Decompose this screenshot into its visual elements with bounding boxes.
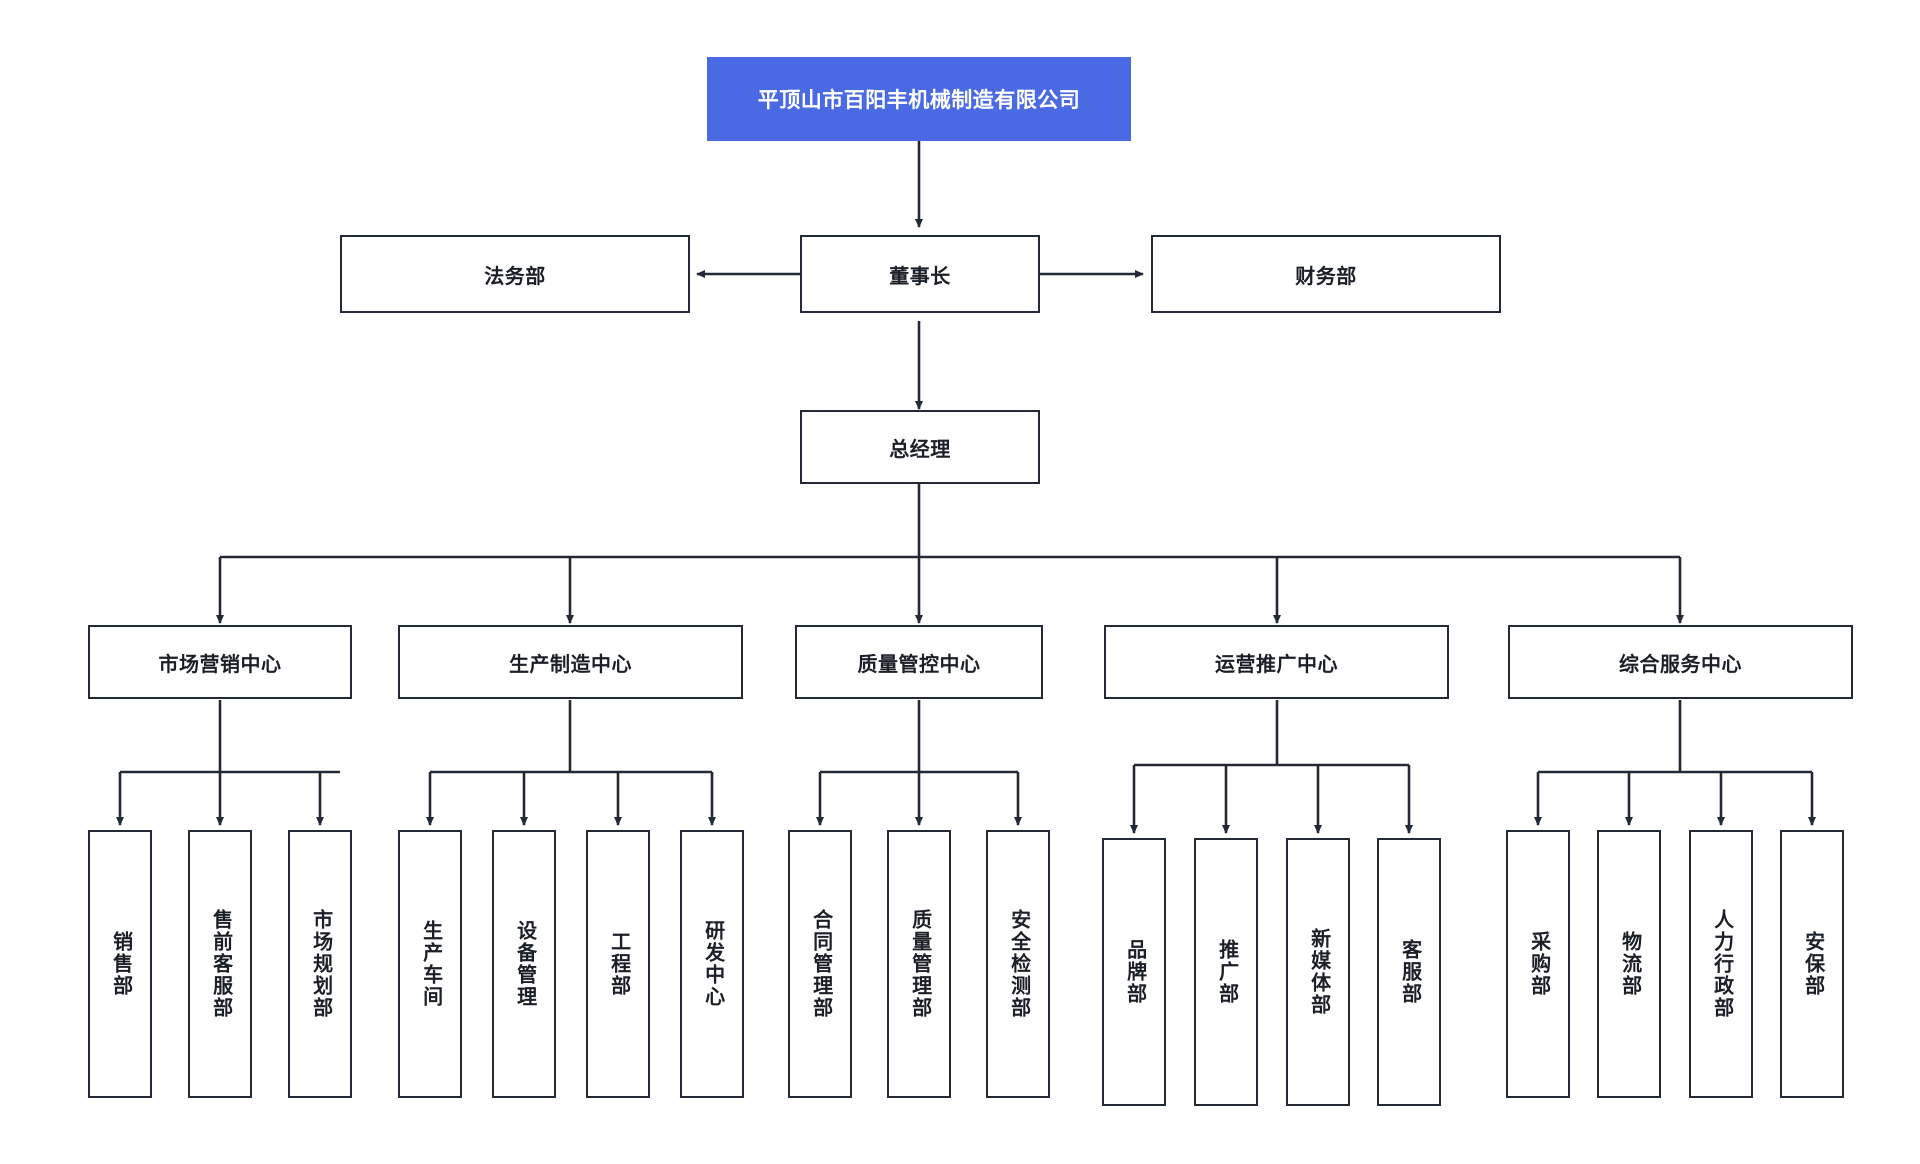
node-finance-label: 财务部 <box>1295 265 1357 288</box>
node-dept-procurement-label: 采购部 <box>1527 931 1550 997</box>
node-dept-security-label: 安保部 <box>1801 931 1824 997</box>
node-dept-rd-center[interactable]: 研发中心 <box>680 830 744 1098</box>
node-dept-safety-inspection-label: 安全检测部 <box>1007 909 1030 1019</box>
node-dept-presales-service-label: 售前客服部 <box>209 909 232 1019</box>
node-dept-sales-label: 销售部 <box>109 931 132 997</box>
node-dept-new-media[interactable]: 新媒体部 <box>1286 838 1350 1106</box>
node-dept-logistics-label: 物流部 <box>1618 931 1641 997</box>
node-center-quality[interactable]: 质量管控中心 <box>795 625 1043 699</box>
node-center-marketing-label: 市场营销中心 <box>158 653 282 676</box>
node-dept-production-workshop-label: 生产车间 <box>419 920 442 1008</box>
node-dept-equipment-management[interactable]: 设备管理 <box>492 830 556 1098</box>
node-dept-hr-admin-label: 人力行政部 <box>1710 909 1733 1019</box>
node-chairman[interactable]: 董事长 <box>800 235 1040 313</box>
node-dept-contract-management[interactable]: 合同管理部 <box>788 830 852 1098</box>
node-center-operations[interactable]: 运营推广中心 <box>1104 625 1449 699</box>
node-dept-hr-admin[interactable]: 人力行政部 <box>1689 830 1753 1098</box>
node-dept-rd-center-label: 研发中心 <box>701 920 724 1008</box>
node-dept-contract-management-label: 合同管理部 <box>809 909 832 1019</box>
node-finance[interactable]: 财务部 <box>1151 235 1501 313</box>
node-dept-promotion-label: 推广部 <box>1215 939 1238 1005</box>
node-general-manager[interactable]: 总经理 <box>800 410 1040 484</box>
node-company-root-label: 平顶山市百阳丰机械制造有限公司 <box>757 89 1081 112</box>
node-dept-safety-inspection[interactable]: 安全检测部 <box>986 830 1050 1098</box>
node-center-generalservices-label: 综合服务中心 <box>1619 653 1742 676</box>
node-dept-market-planning[interactable]: 市场规划部 <box>288 830 352 1098</box>
node-company-root[interactable]: 平顶山市百阳丰机械制造有限公司 <box>707 57 1131 141</box>
node-dept-procurement[interactable]: 采购部 <box>1506 830 1570 1098</box>
node-center-manufacturing[interactable]: 生产制造中心 <box>398 625 743 699</box>
node-general-manager-label: 总经理 <box>889 438 951 461</box>
node-legal-label: 法务部 <box>484 265 546 288</box>
node-dept-presales-service[interactable]: 售前客服部 <box>188 830 252 1098</box>
node-dept-brand[interactable]: 品牌部 <box>1102 838 1166 1106</box>
node-center-operations-label: 运营推广中心 <box>1215 653 1338 676</box>
node-dept-promotion[interactable]: 推广部 <box>1194 838 1258 1106</box>
node-dept-quality-management[interactable]: 质量管理部 <box>887 830 951 1098</box>
node-dept-logistics[interactable]: 物流部 <box>1597 830 1661 1098</box>
node-dept-customer-service[interactable]: 客服部 <box>1377 838 1441 1106</box>
node-dept-brand-label: 品牌部 <box>1123 939 1146 1005</box>
node-dept-new-media-label: 新媒体部 <box>1307 928 1330 1016</box>
node-legal[interactable]: 法务部 <box>340 235 690 313</box>
node-center-marketing[interactable]: 市场营销中心 <box>88 625 352 699</box>
node-dept-market-planning-label: 市场规划部 <box>309 909 332 1019</box>
node-dept-customer-service-label: 客服部 <box>1398 939 1421 1005</box>
node-center-generalservices[interactable]: 综合服务中心 <box>1508 625 1853 699</box>
node-chairman-label: 董事长 <box>889 265 951 288</box>
node-dept-equipment-management-label: 设备管理 <box>513 920 536 1008</box>
node-dept-engineering-label: 工程部 <box>607 931 630 997</box>
node-center-quality-label: 质量管控中心 <box>857 653 981 676</box>
node-dept-engineering[interactable]: 工程部 <box>586 830 650 1098</box>
node-dept-production-workshop[interactable]: 生产车间 <box>398 830 462 1098</box>
node-dept-sales[interactable]: 销售部 <box>88 830 152 1098</box>
node-dept-security[interactable]: 安保部 <box>1780 830 1844 1098</box>
node-center-manufacturing-label: 生产制造中心 <box>509 653 632 676</box>
node-dept-quality-management-label: 质量管理部 <box>908 909 931 1019</box>
